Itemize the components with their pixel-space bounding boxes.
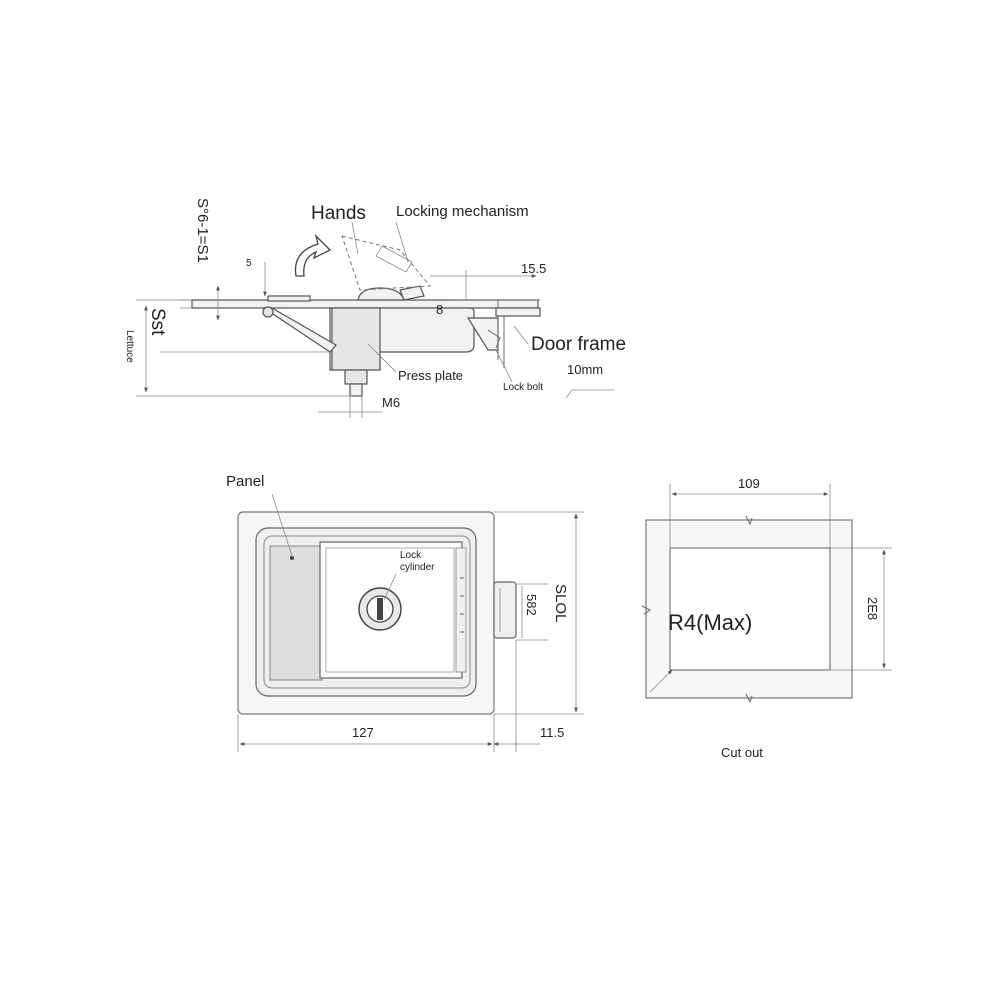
side-locking-ghost [375,245,413,273]
label-lock-bolt: Lock bolt [503,382,543,393]
cutout-view: 109 R4(Max) 2E8 Cut out [641,476,892,760]
label-cut-out: Cut out [721,745,763,760]
label-m6: M6 [382,395,400,410]
label-hands: Hands [311,203,366,224]
side-arm [262,307,337,353]
front-side-bolt [493,581,517,639]
side-10mm-mark [565,389,614,399]
label-r4-max: R4(Max) [668,610,752,635]
leader-door-frame [513,325,529,345]
label-locking-mechanism: Locking mechanism [396,203,529,220]
side-lock-bolt [487,329,501,349]
label-sst: Sst [147,308,168,336]
front-grip-panel [269,545,323,681]
leader-lock-cylinder [383,573,397,601]
label-door-frame: Door frame [531,334,626,355]
keyhole-icon [377,598,383,620]
side-lip [267,295,311,302]
side-hand-ghost [341,235,432,291]
front-hinge-ticks [460,577,464,633]
dim-2e8: 2E8 [865,597,880,620]
label-10mm: 10mm [567,362,603,377]
leader-lock-bolt [495,349,513,383]
rotate-arrow-icon [294,233,332,277]
dim-left-vertical: S°6-1=S1 [194,198,211,263]
dim-582: 582 [524,594,539,616]
dim-127: 127 [352,725,374,740]
side-view: Hands Locking mechanism S°6-1=S1 5 15.5 … [124,198,626,418]
side-inner-body [331,307,381,371]
cutout-break-left [641,605,651,615]
side-frame-top [495,307,541,317]
label-lock-cylinder-line2: cylinder [400,562,435,573]
side-stud [349,383,363,397]
front-view: Panel Lock cylinder 582 SLOL 127 11.5 [226,473,584,752]
dim-109: 109 [738,476,760,491]
dim-15-5: 15.5 [521,261,546,276]
dim-5: 5 [246,258,252,269]
front-hinge-strip [455,547,467,673]
leader-locking [395,221,409,263]
side-arm-pivot [262,306,274,318]
cutout-break-bottom [745,693,753,704]
label-panel: Panel [226,473,264,490]
leader-press-plate [367,343,397,373]
leader-panel-dot [290,556,294,560]
label-lettuce: Lettuce [124,330,135,363]
label-lock-cylinder-line1: Lock [400,550,422,561]
leader-panel [271,493,293,557]
label-press-plate: Press plate [398,368,463,383]
dim-8: 8 [436,302,443,317]
dim-11-5: 11.5 [540,725,564,740]
front-recess-inner [263,535,471,689]
side-top-latch [399,285,425,301]
cutout-hole [669,547,831,671]
side-nut [344,369,368,385]
dim-slol: SLOL [552,584,569,622]
cutout-leader-r4 [649,669,673,693]
leader-hands [351,221,359,255]
side-flange-plate [191,299,539,309]
cutout-break-top [745,515,753,526]
